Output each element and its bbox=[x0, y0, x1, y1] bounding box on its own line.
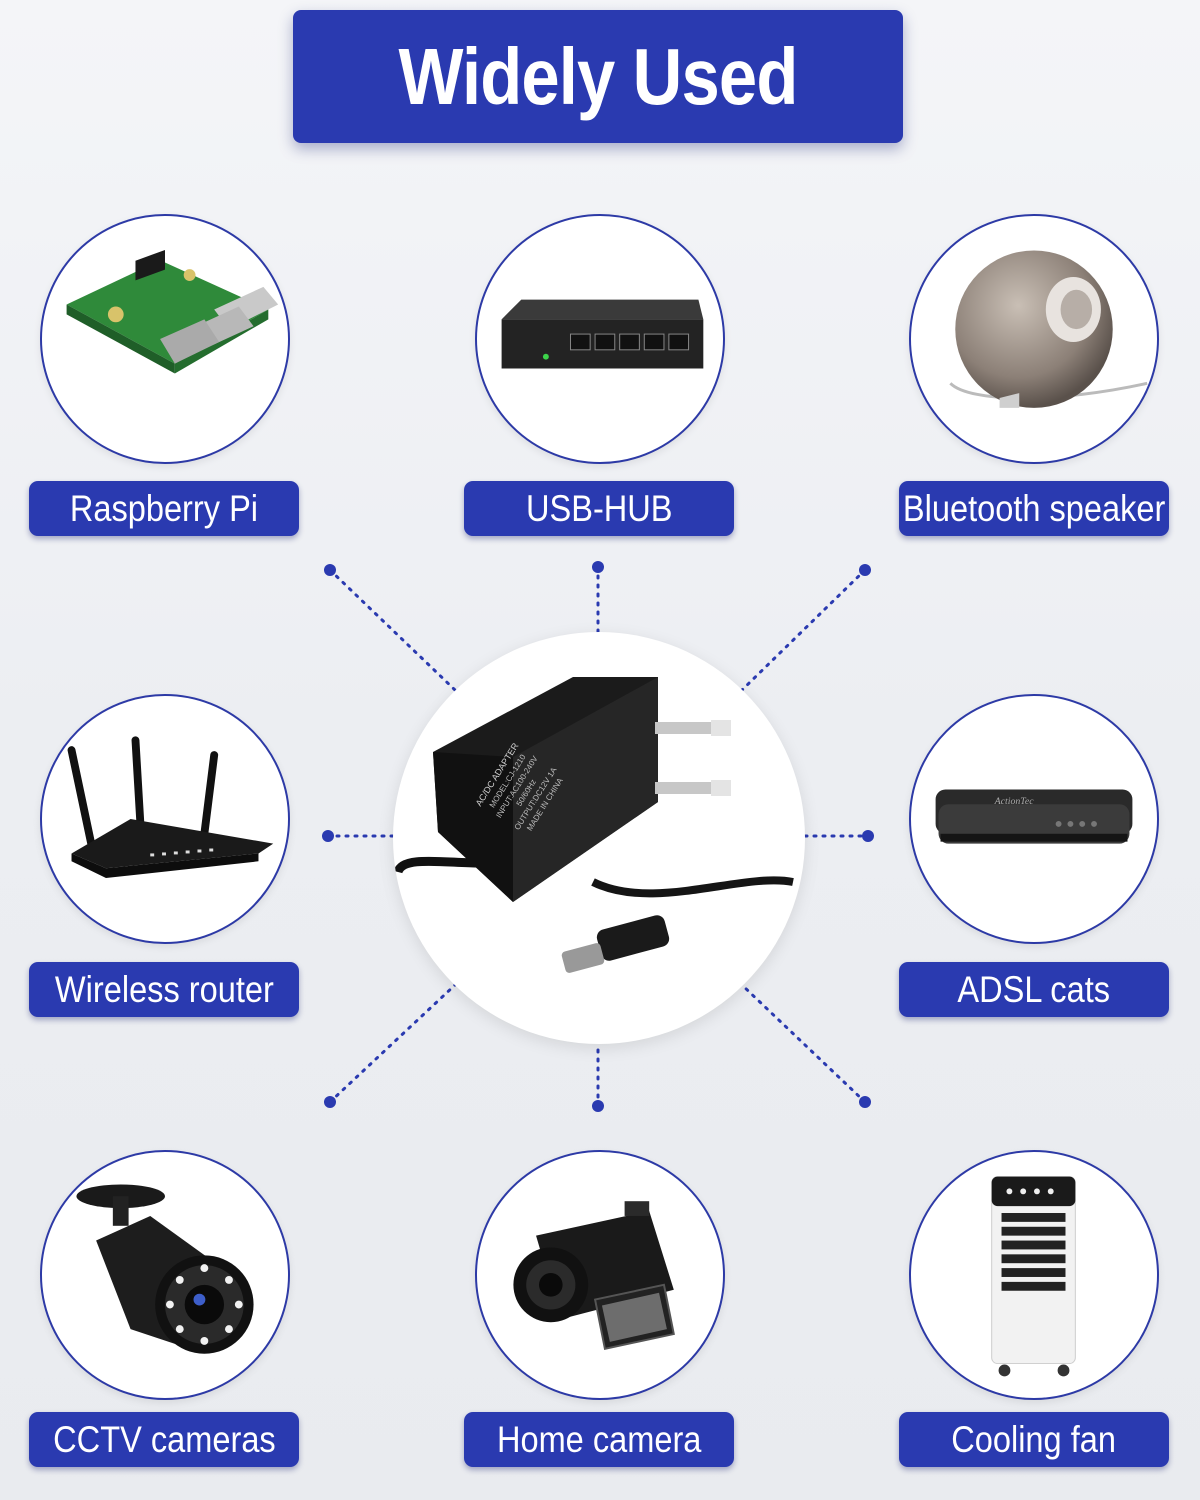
device-circle-usb-hub bbox=[475, 214, 725, 464]
device-label-cctv: CCTV cameras bbox=[29, 1412, 299, 1467]
device-circle-wireless-router bbox=[40, 694, 290, 944]
device-label-raspberry-pi: Raspberry Pi bbox=[29, 481, 299, 536]
page-title: Widely Used bbox=[398, 31, 798, 121]
bullet-camera-icon bbox=[76, 1184, 254, 1354]
network-switch-icon bbox=[501, 299, 704, 369]
adsl-modem-icon: ActionTec bbox=[935, 789, 1133, 844]
device-label-bluetooth-speaker: Bluetooth speaker bbox=[899, 481, 1169, 536]
title-banner: Widely Used bbox=[293, 10, 903, 143]
raspberry-pi-board-icon bbox=[66, 249, 279, 374]
sphere-speaker-icon bbox=[949, 250, 1148, 408]
device-circle-adsl: ActionTec bbox=[909, 694, 1159, 944]
device-label-adsl: ADSL cats bbox=[899, 962, 1169, 1017]
device-circle-bluetooth-speaker bbox=[909, 214, 1159, 464]
device-label-usb-hub: USB-HUB bbox=[464, 481, 734, 536]
device-circle-home-camera bbox=[475, 1150, 725, 1400]
power-adapter-circle: AC/DC ADAPTER MODEL:CJ-1210 INPUT:AC100-… bbox=[393, 632, 805, 1044]
mirrorless-camera-icon bbox=[513, 1201, 675, 1350]
device-label-wireless-router: Wireless router bbox=[29, 962, 299, 1017]
wireless-router-icon bbox=[67, 736, 274, 879]
device-circle-cctv bbox=[40, 1150, 290, 1400]
power-adapter-icon: AC/DC ADAPTER MODEL:CJ-1210 INPUT:AC100-… bbox=[393, 677, 794, 973]
device-label-home-camera: Home camera bbox=[464, 1412, 734, 1467]
device-circle-raspberry-pi bbox=[40, 214, 290, 464]
device-label-cooling-fan: Cooling fan bbox=[899, 1412, 1169, 1467]
air-cooler-icon bbox=[991, 1176, 1076, 1377]
svg-text:ActionTec: ActionTec bbox=[994, 796, 1035, 807]
device-circle-cooling-fan bbox=[909, 1150, 1159, 1400]
